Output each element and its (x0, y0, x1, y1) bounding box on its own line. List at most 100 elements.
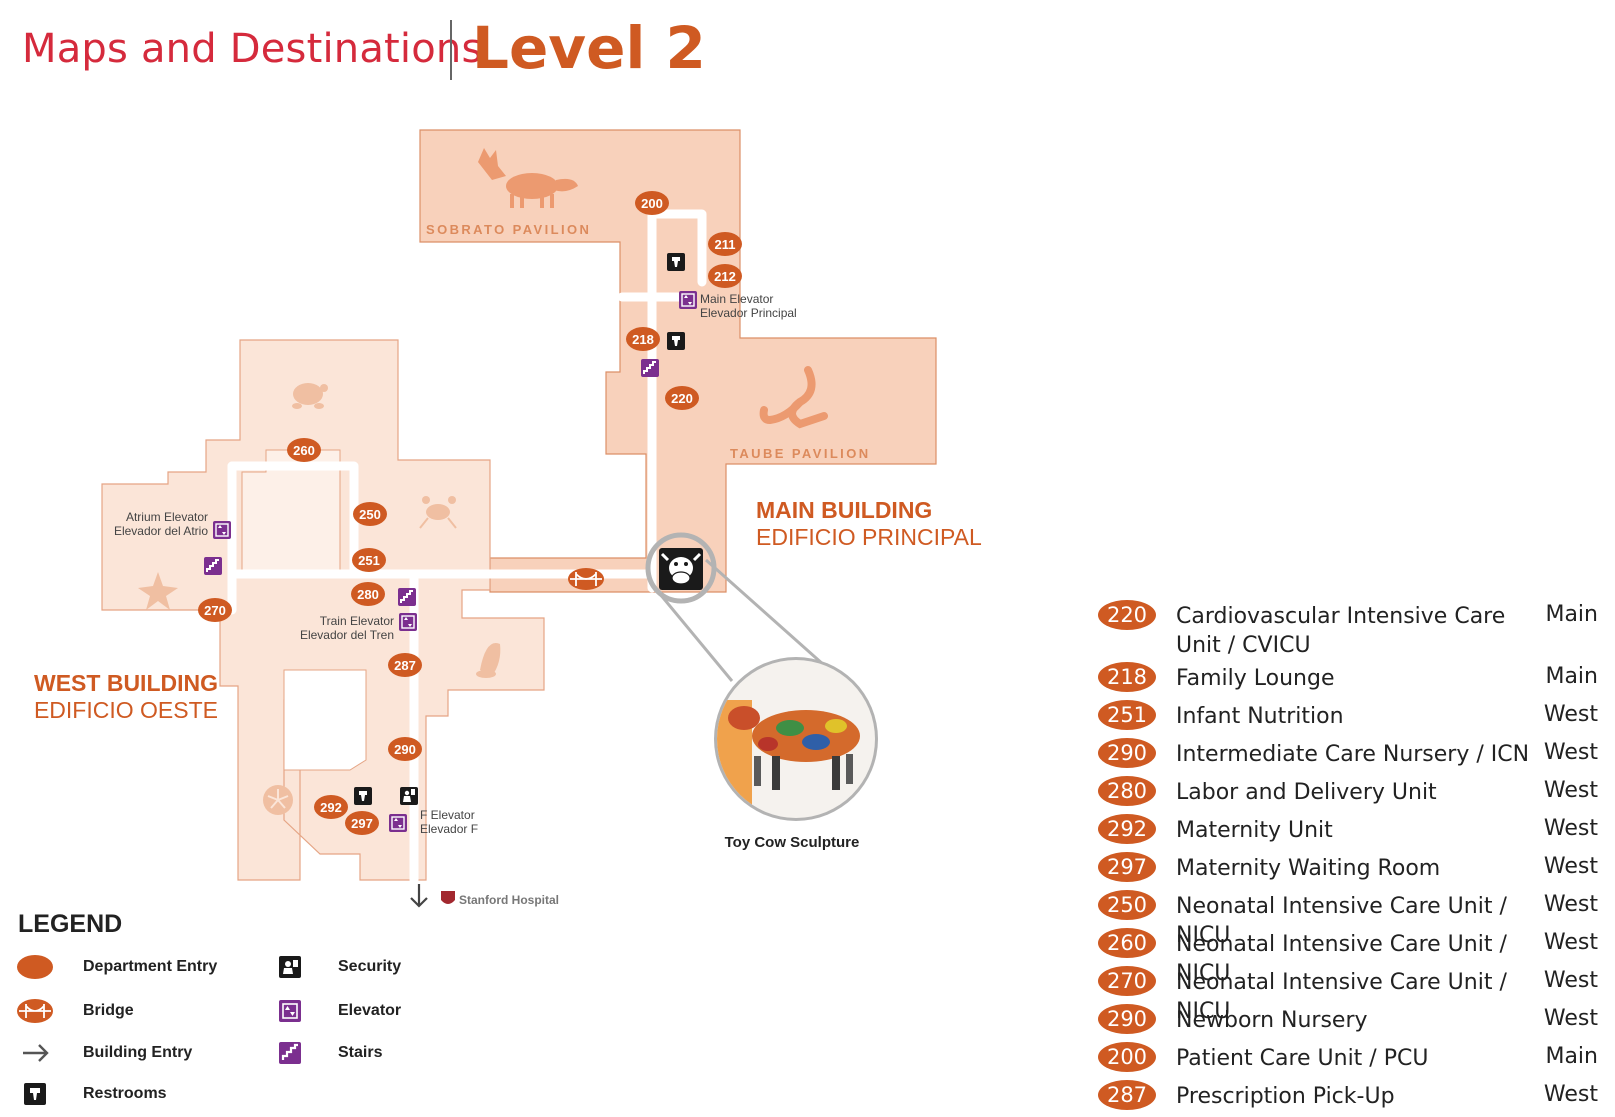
f-elevator-label-es: Elevador F (420, 822, 478, 836)
dept-marker-label: 218 (632, 332, 654, 347)
stairs-icon[interactable] (397, 587, 417, 607)
dept-marker-label: 250 (359, 507, 381, 522)
legend-department-entry: Department Entry (15, 952, 217, 982)
dept-number-badge: 287 (1098, 1080, 1156, 1110)
stanford-hospital-logo: Stanford Hospital (441, 891, 559, 907)
legend-label: Security (338, 958, 402, 975)
f-elevator-label: F Elevator (420, 808, 475, 822)
dept-number-badge: 270 (1098, 966, 1156, 996)
stairs-icon (270, 1038, 310, 1068)
main-elevator-label-es: Elevador Principal (700, 306, 797, 320)
dept-building: West (1543, 740, 1598, 765)
train-elevator-icon[interactable] (398, 612, 418, 632)
dept-name: Maternity Unit (1176, 818, 1333, 843)
dept-number-badge: 290 (1098, 738, 1156, 768)
main-building-label-es: EDIFICIO PRINCIPAL (756, 524, 982, 550)
dept-name: Maternity Waiting Room (1176, 856, 1441, 881)
security-icon[interactable] (400, 787, 418, 805)
dept-building: West (1543, 778, 1598, 803)
elevator-icon (270, 996, 310, 1026)
dept-marker-label: 200 (641, 196, 663, 211)
dept-name: Patient Care Unit / PCU (1176, 1046, 1429, 1071)
department-entry-icon (15, 952, 55, 982)
dept-name: Neonatal Intensive Care Unit / NICU (1176, 894, 1507, 948)
dept-number-badge: 218 (1098, 662, 1156, 692)
dept-number-badge: 200 (1098, 1042, 1156, 1072)
legend-label: Department Entry (83, 958, 218, 975)
dept-number-badge: 220 (1098, 600, 1156, 630)
dept-marker-label: 297 (351, 816, 373, 831)
dept-building: West (1543, 930, 1598, 955)
dept-building: West (1543, 1082, 1598, 1107)
dept-name: Prescription Pick-Up (1176, 1084, 1395, 1109)
dept-marker-250[interactable]: 250 (353, 502, 387, 526)
dept-marker-label: 287 (394, 658, 416, 673)
main-elevator-label: Main Elevator (700, 292, 773, 306)
toy-cow-callout[interactable]: Toy Cow Sculpture (645, 532, 882, 851)
dept-marker-297[interactable]: 297 (345, 811, 379, 835)
fox-icon (478, 148, 578, 208)
legend-label: Restrooms (83, 1085, 167, 1102)
dept-name: Labor and Delivery Unit (1176, 780, 1437, 805)
turtle-icon (292, 383, 328, 409)
dept-marker-label: 212 (714, 269, 736, 284)
dept-marker-251[interactable]: 251 (352, 548, 386, 572)
level-title: Level 2 (472, 14, 706, 82)
sand-dollar-icon (263, 785, 293, 815)
stairs-icon[interactable] (203, 556, 223, 576)
dept-marker-212[interactable]: 212 (708, 264, 742, 288)
west-lower-courtyard (283, 669, 367, 771)
legend-security: Security (270, 952, 401, 982)
dept-marker-218[interactable]: 218 (626, 327, 660, 351)
toy-cow-photo (717, 660, 875, 818)
dept-number-badge: 290 (1098, 1004, 1156, 1034)
dept-building: Main (1545, 1044, 1598, 1069)
dept-marker-211[interactable]: 211 (708, 232, 742, 256)
department-markers: 200 211 212 218 220 260 250 251 280 270 … (198, 191, 742, 835)
legend-label: Bridge (83, 1002, 134, 1019)
atrium-elevator-label-es: Elevador del Atrio (114, 524, 208, 538)
dept-marker-220[interactable]: 220 (665, 386, 699, 410)
legend-restrooms: Restrooms (15, 1079, 167, 1109)
dept-marker-260[interactable]: 260 (287, 438, 321, 462)
f-elevator-icon[interactable] (388, 813, 408, 833)
dept-building: West (1543, 816, 1598, 841)
restroom-icon[interactable] (667, 332, 685, 350)
restroom-icon[interactable] (667, 253, 685, 271)
main-elevator-icon[interactable] (678, 290, 698, 310)
dept-marker-label: 290 (394, 742, 416, 757)
dept-name: Newborn Nursery (1176, 1008, 1368, 1033)
legend-label: Elevator (338, 1002, 402, 1019)
stairs-icon[interactable] (640, 358, 660, 378)
dept-marker-label: 280 (357, 587, 379, 602)
dept-marker-label: 211 (715, 237, 736, 252)
crab-icon (419, 496, 457, 529)
atrium-elevator-icon[interactable] (212, 520, 232, 540)
dept-building: West (1543, 892, 1598, 917)
dept-marker-290[interactable]: 290 (388, 737, 422, 761)
dept-marker-270[interactable]: 270 (198, 598, 232, 622)
dept-number-badge: 292 (1098, 814, 1156, 844)
dept-marker-label: 260 (293, 443, 315, 458)
legend-building-entry: Building Entry (15, 1038, 192, 1068)
dept-building: Main (1545, 602, 1598, 627)
arrow-right-icon (15, 1038, 55, 1068)
dept-building: West (1543, 702, 1598, 727)
dept-marker-280[interactable]: 280 (351, 582, 385, 606)
starfish-icon (138, 572, 178, 610)
building-entry-arrow[interactable] (410, 884, 428, 908)
legend-stairs: Stairs (270, 1038, 382, 1068)
lizard-icon (759, 366, 828, 429)
legend-bridge: Bridge (15, 996, 134, 1026)
dept-name: Intermediate Care Nursery / ICN (1176, 742, 1530, 767)
dept-number-badge: 280 (1098, 776, 1156, 806)
bridge-icon (568, 568, 604, 590)
dept-name: Cardiovascular Intensive Care Unit / CVI… (1176, 604, 1506, 658)
dept-marker-200[interactable]: 200 (635, 191, 669, 215)
restroom-icon[interactable] (354, 787, 372, 805)
dept-name: Neonatal Intensive Care Unit / NICU (1176, 970, 1507, 1024)
legend-elevator: Elevator (270, 996, 401, 1026)
dept-marker-292[interactable]: 292 (314, 795, 348, 819)
dept-marker-287[interactable]: 287 (388, 653, 422, 677)
